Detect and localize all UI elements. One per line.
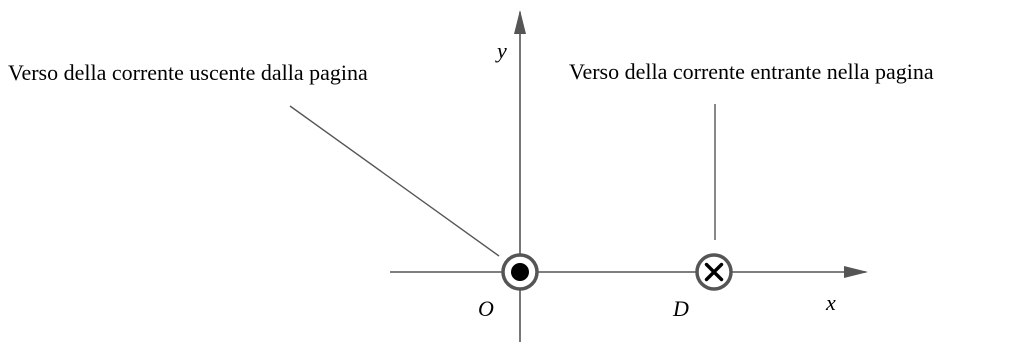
origin-label: O: [478, 296, 494, 321]
x-axis-label: x: [825, 290, 836, 315]
leader-line-current-out: [289, 105, 500, 257]
dot-in-circle-icon: [501, 253, 539, 291]
current-in-label: Verso della corrente entrante nella pagi…: [569, 59, 934, 84]
y-axis-label: y: [495, 38, 507, 63]
cross-in-circle-icon: [695, 253, 733, 291]
point-d-label: D: [672, 296, 689, 321]
current-out-label: Verso della corrente uscente dalla pagin…: [8, 60, 368, 85]
